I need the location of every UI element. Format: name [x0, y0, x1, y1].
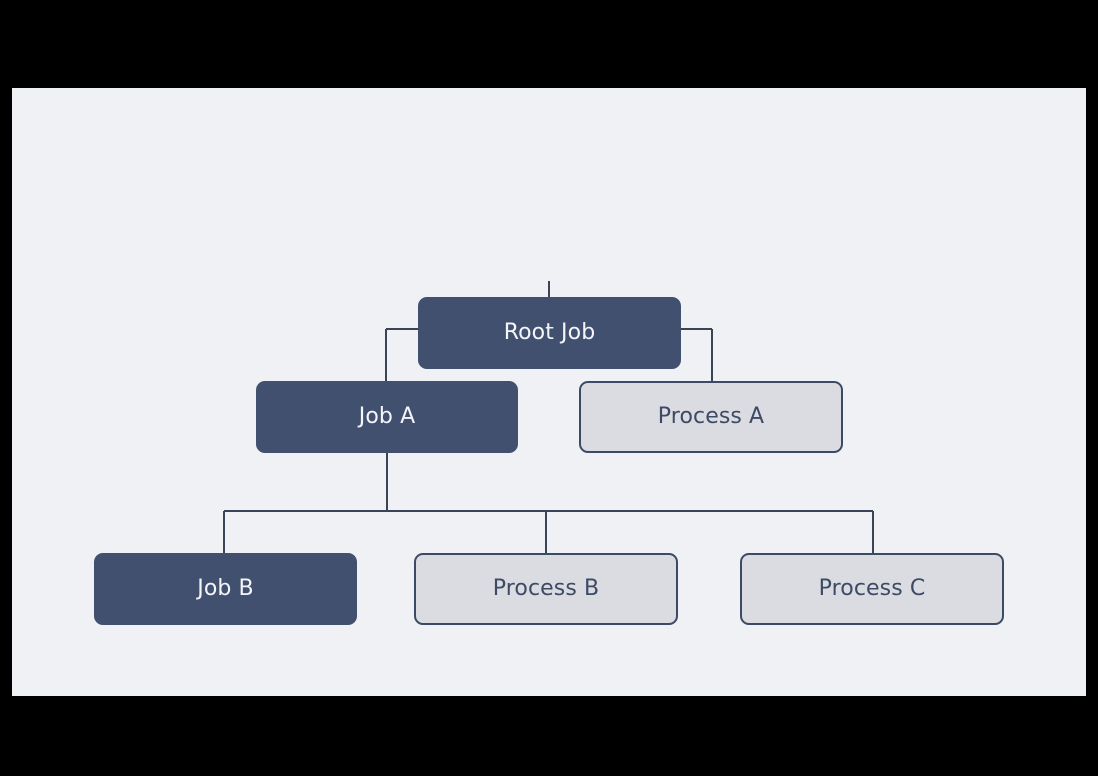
node-job-a[interactable]: Job A — [256, 381, 518, 453]
node-process-a-label: Process A — [657, 404, 765, 429]
diagram-canvas[interactable]: Root Job Job A Process A Job B Process B… — [12, 88, 1086, 696]
node-process-c[interactable]: Process C — [740, 553, 1004, 625]
node-process-c-label: Process C — [818, 576, 926, 601]
node-job-b[interactable]: Job B — [94, 553, 357, 625]
node-job-b-label: Job B — [197, 576, 254, 601]
node-process-b[interactable]: Process B — [414, 553, 678, 625]
node-job-a-label: Job A — [358, 404, 416, 429]
node-root-job-label: Root Job — [503, 320, 596, 345]
node-process-b-label: Process B — [492, 576, 600, 601]
node-root-job[interactable]: Root Job — [418, 297, 681, 369]
node-process-a[interactable]: Process A — [579, 381, 843, 453]
